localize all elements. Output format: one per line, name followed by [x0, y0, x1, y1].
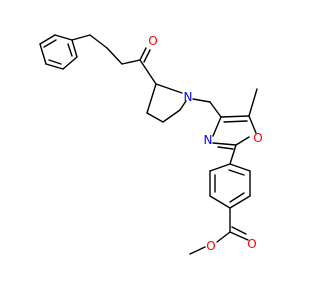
- molecule-drawing: O N N O O O: [39, 34, 263, 255]
- bond: [39, 34, 56, 45]
- structure-canvas: O N N O O O: [39, 34, 263, 255]
- bond: [146, 112, 164, 123]
- bond: [155, 83, 183, 94]
- bond: [229, 144, 237, 165]
- bond: [43, 39, 57, 48]
- bond: [217, 146, 234, 150]
- bond: [248, 88, 258, 117]
- bond: [229, 192, 245, 203]
- bond: [39, 43, 47, 65]
- bond: [229, 195, 251, 209]
- bond: [231, 226, 247, 235]
- bond: [229, 163, 251, 172]
- bond: [62, 56, 78, 70]
- atom-label-ester-carbonyl-oxygen: O: [247, 237, 256, 251]
- atom-label-piperidine-nitrogen: N: [184, 90, 193, 104]
- bond: [216, 231, 231, 243]
- bond: [89, 34, 108, 49]
- bond: [189, 246, 206, 255]
- bond: [146, 83, 157, 114]
- bond: [71, 34, 91, 41]
- bond: [139, 47, 147, 61]
- bond: [228, 169, 245, 176]
- bond: [220, 115, 250, 118]
- bond: [223, 120, 248, 123]
- bond: [209, 101, 222, 118]
- bond: [192, 98, 211, 103]
- bond: [209, 163, 231, 172]
- bond: [248, 115, 257, 134]
- bond-layer: [39, 34, 258, 255]
- atom-label-oxazole-oxygen: O: [253, 131, 262, 145]
- bond: [106, 47, 123, 65]
- bond: [67, 43, 73, 57]
- bond: [229, 231, 249, 241]
- bond: [162, 109, 181, 123]
- bond: [121, 59, 141, 65]
- bond: [45, 63, 64, 70]
- bond: [139, 59, 157, 85]
- bond: [209, 195, 231, 209]
- atom-label-oxazole-nitrogen: N: [204, 133, 213, 147]
- bond: [143, 49, 151, 63]
- atom-label-carbonyl-oxygen: O: [148, 34, 157, 48]
- bond: [235, 136, 250, 146]
- bond: [179, 100, 187, 111]
- bond: [71, 39, 78, 58]
- bond: [48, 59, 62, 65]
- atom-label-layer: O N N O O O: [148, 34, 262, 253]
- atom-label-ester-oxygen: O: [206, 239, 215, 253]
- bond: [212, 116, 222, 137]
- bond: [212, 142, 237, 146]
- bond: [54, 34, 73, 41]
